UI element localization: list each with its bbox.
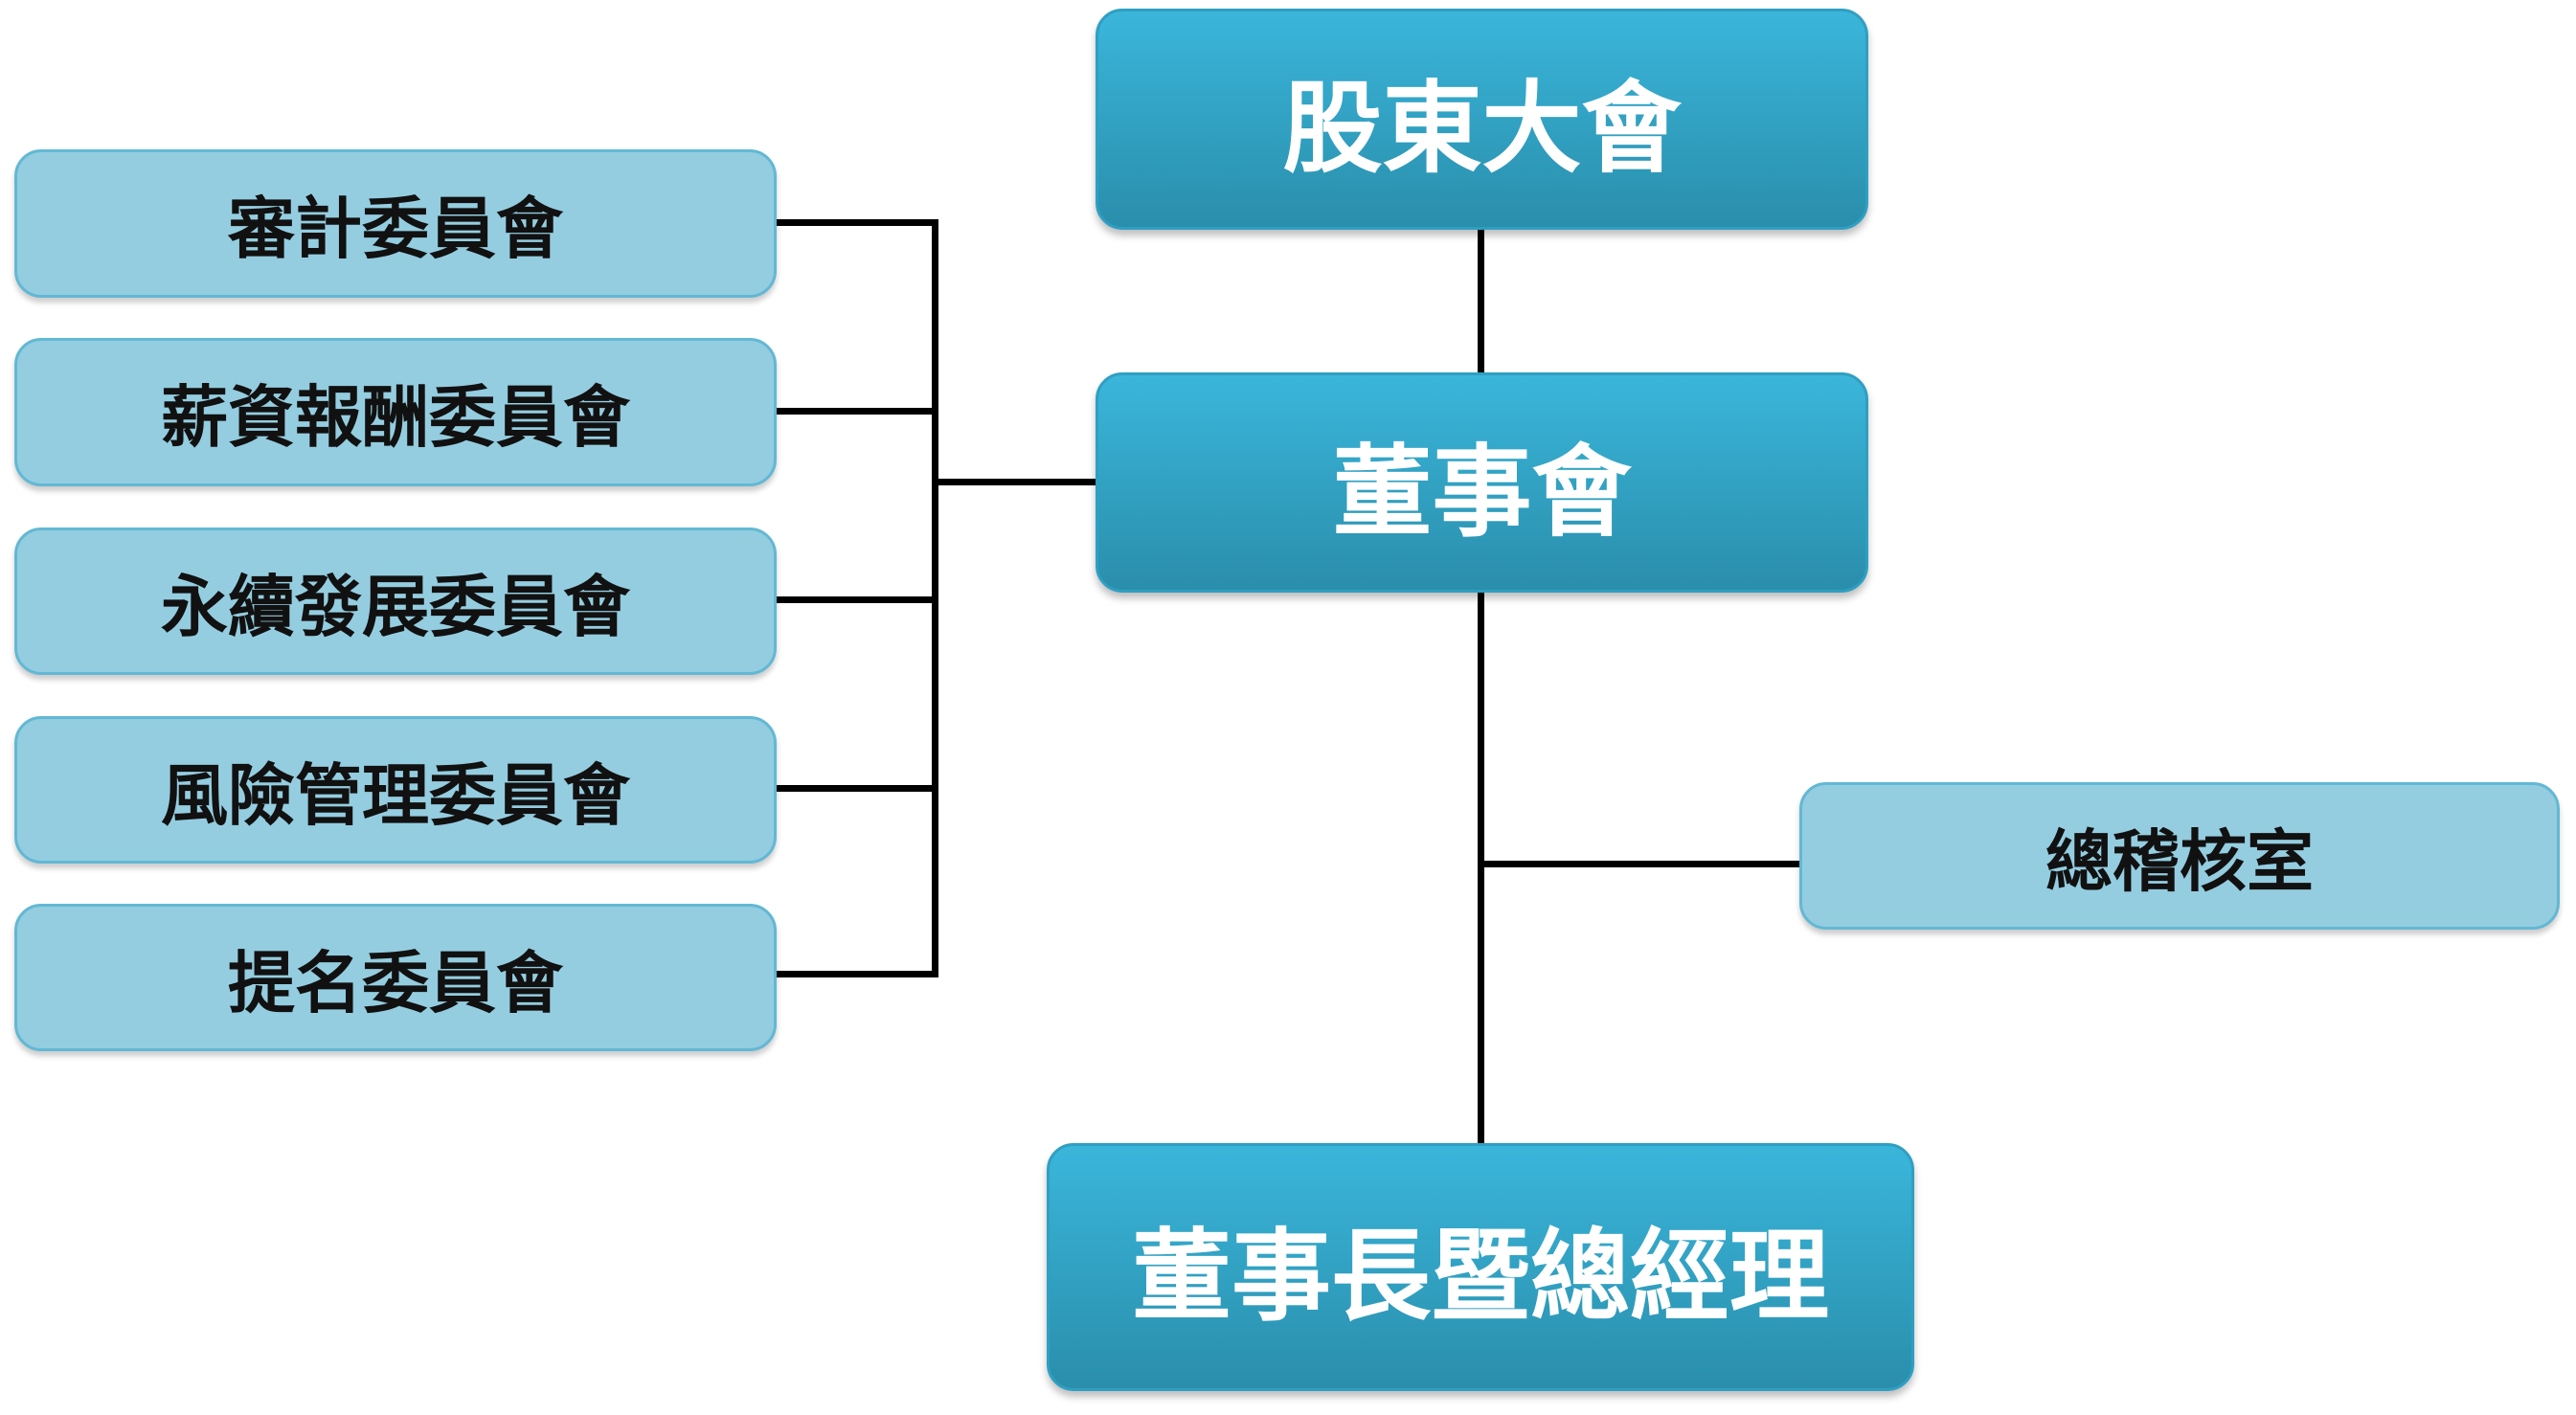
connector-committee-1 [776,219,938,226]
connector-committee-3 [776,596,938,603]
chairman-president-node: 董事長暨總經理 [1047,1143,1914,1391]
connector-board-chairman [1478,593,1484,1144]
internal-audit-office-node: 總稽核室 [1799,782,2560,930]
connector-board-committees [932,479,1096,485]
committee-sustainability: 永續發展委員會 [14,528,777,675]
connector-committee-4 [776,785,938,792]
connector-committee-2 [776,408,938,415]
board-of-directors-node: 董事會 [1096,372,1868,593]
shareholders-meeting-node: 股東大會 [1096,9,1868,230]
connector-audit-office [1478,861,1800,867]
committee-audit: 審計委員會 [14,149,777,298]
committee-risk-management: 風險管理委員會 [14,716,777,864]
committee-remuneration: 薪資報酬委員會 [14,338,777,486]
connector-committee-5 [776,971,938,977]
committee-nomination: 提名委員會 [14,904,777,1051]
connector-shareholders-board [1478,230,1484,373]
